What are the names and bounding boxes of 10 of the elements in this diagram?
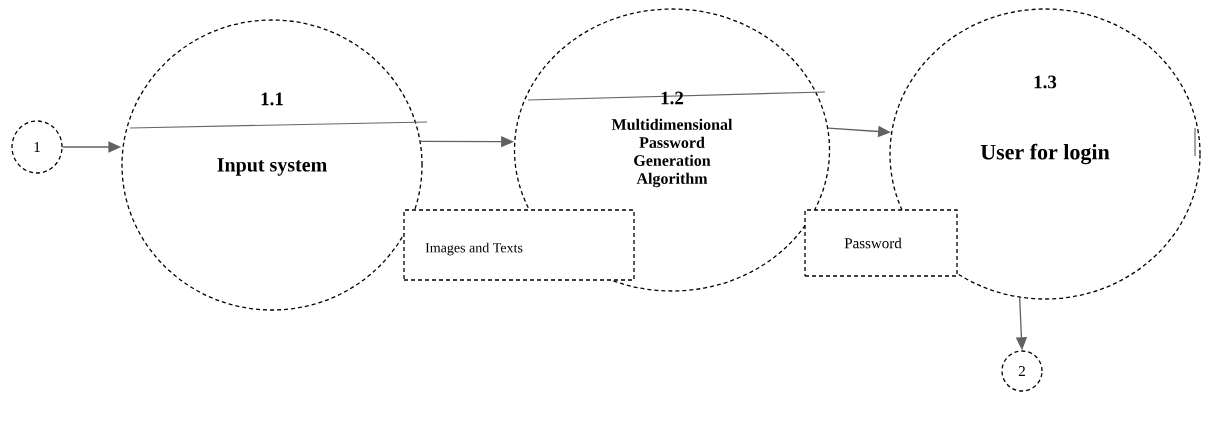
node-label: User for login — [980, 143, 1110, 165]
node-label: Images and Texts — [425, 242, 523, 256]
node-label: 1 — [34, 142, 40, 152]
node-label: 2 — [1018, 366, 1025, 376]
node-label: Password — [844, 237, 902, 249]
node-label: Input system — [217, 158, 327, 176]
node-label: Multidimensional Password Generation Algorithm — [611, 118, 733, 188]
process-number: 1.3 — [1034, 75, 1057, 89]
process-number: 1.2 — [661, 91, 684, 105]
process-number: 1.1 — [261, 92, 283, 106]
